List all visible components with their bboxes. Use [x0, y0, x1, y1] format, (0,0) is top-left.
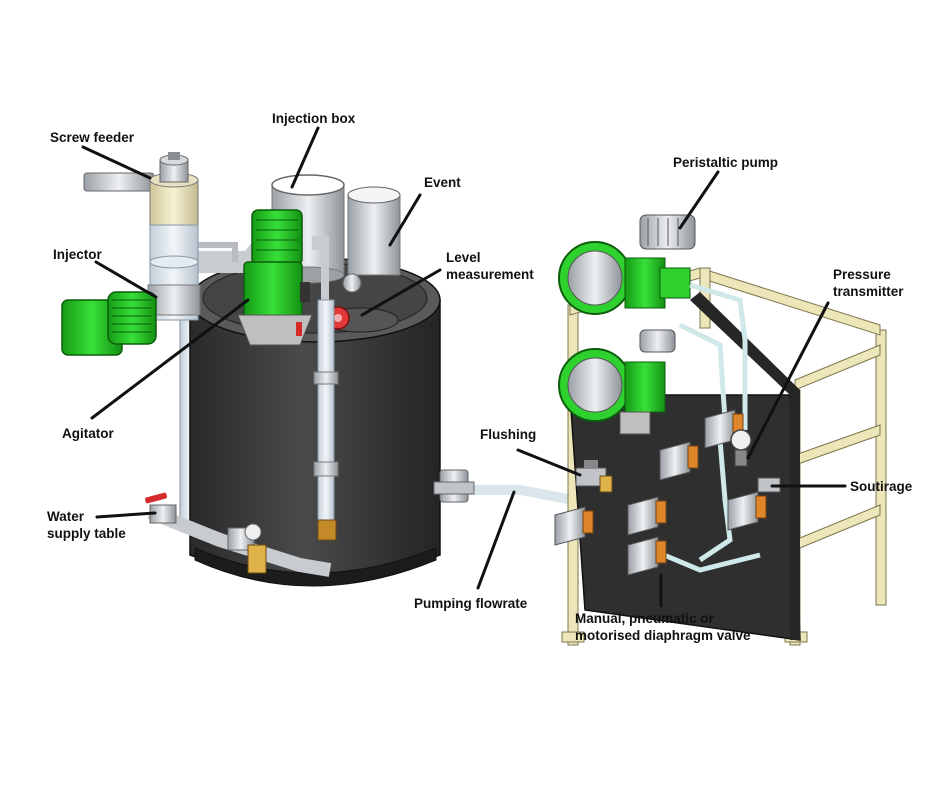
peristaltic-pump-upper [558, 214, 696, 315]
leader-pressure-transmitter [746, 301, 830, 460]
leader-peristaltic-pump [678, 170, 720, 230]
screw-feeder [83, 152, 199, 226]
label-agitator: Agitator [62, 426, 114, 441]
label-water-supply-table-line-2: supply table [47, 526, 126, 541]
label-injection-box: Injection box [272, 111, 356, 126]
leader-flushing [516, 448, 582, 477]
flushing-valve [575, 460, 613, 493]
leader-agitator [90, 298, 250, 420]
leader-water-supply [95, 511, 157, 519]
agitator [237, 209, 313, 346]
label-level-measurement-line-1: Level [446, 250, 481, 265]
label-pumping-flowrate: Pumping flowrate [414, 596, 528, 611]
label-diaphragm-valve-line-2: motorised diaphragm valve [575, 628, 751, 643]
event-vent [347, 186, 401, 276]
label-water-supply-table: Water supply table [47, 508, 126, 542]
leader-screw-feeder [81, 145, 152, 180]
leader-pumping-flowrate [476, 490, 516, 590]
label-water-supply-table-line-1: Water [47, 509, 85, 524]
injector-motor [61, 291, 157, 356]
label-level-measurement-line-2: measurement [446, 267, 534, 282]
sight-pipe [296, 236, 339, 541]
water-supply-line [145, 492, 332, 577]
label-flushing: Flushing [480, 427, 537, 442]
label-soutirage: Soutirage [850, 479, 913, 494]
label-pressure-transmitter: Pressure transmitter [833, 266, 904, 300]
label-screw-feeder: Screw feeder [50, 130, 135, 145]
label-diaphragm-valve: Manual, pneumatic or motorised diaphragm… [575, 610, 751, 644]
leader-lines [81, 126, 847, 608]
label-level-measurement: Level measurement [446, 249, 534, 283]
leader-level-measurement [360, 268, 442, 317]
label-peristaltic-pump: Peristaltic pump [673, 155, 779, 170]
peristaltic-pump-lower [558, 329, 676, 435]
leader-injector [94, 260, 158, 299]
leader-event [388, 193, 422, 247]
label-pressure-transmitter-line-1: Pressure [833, 267, 891, 282]
label-diaphragm-valve-line-1: Manual, pneumatic or [575, 611, 714, 626]
label-pressure-transmitter-line-2: transmitter [833, 284, 904, 299]
label-event: Event [424, 175, 461, 190]
injection-box [271, 174, 345, 284]
leader-injection-box [290, 126, 320, 189]
label-injector: Injector [53, 247, 102, 262]
injector [147, 224, 201, 321]
